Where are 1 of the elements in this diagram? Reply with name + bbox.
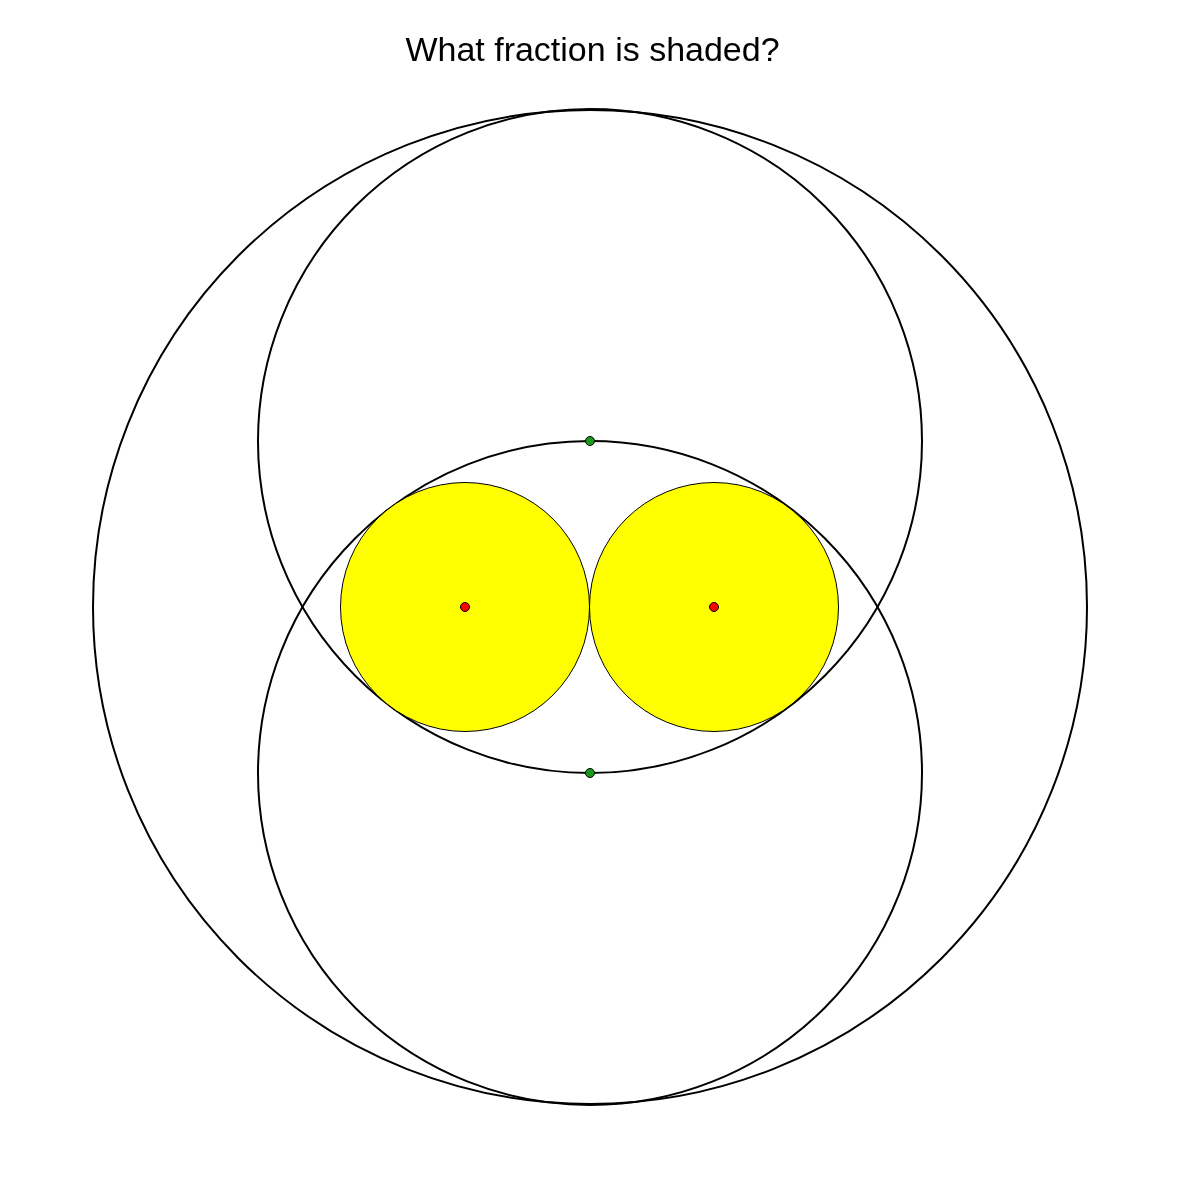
title: What fraction is shaded? [405, 30, 780, 69]
